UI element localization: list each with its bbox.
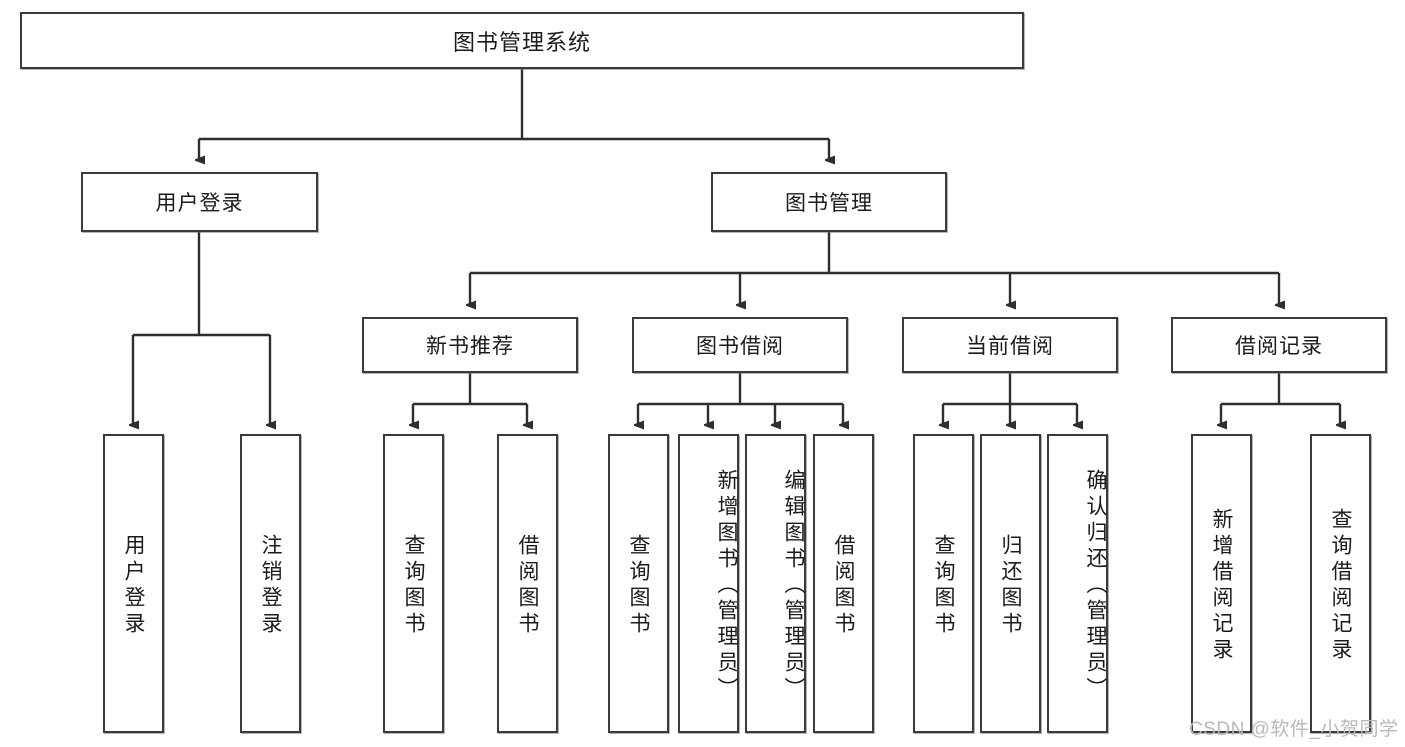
leaf-current-borrow-return[interactable]: 归还图书 (980, 434, 1041, 733)
leaf-current-borrow-query[interactable]: 查询图书 (913, 434, 974, 733)
leaf-borrow-record-add[interactable]: 新增借阅记录 (1191, 434, 1252, 733)
node-book-management[interactable]: 图书管理 (711, 172, 947, 232)
leaf-new-book-borrow[interactable]: 借阅图书 (497, 434, 558, 733)
node-new-book-recommend[interactable]: 新书推荐 (362, 317, 578, 373)
leaf-new-book-query[interactable]: 查询图书 (383, 434, 444, 733)
leaf-book-borrow-borrow[interactable]: 借阅图书 (813, 434, 874, 733)
leaf-user-login-login[interactable]: 用户登录 (103, 434, 164, 733)
node-borrow-record[interactable]: 借阅记录 (1171, 317, 1387, 373)
leaf-book-borrow-edit[interactable]: 编辑图书（管理员） (745, 434, 806, 733)
leaf-book-borrow-add[interactable]: 新增图书（管理员） (678, 434, 739, 733)
node-user-login[interactable]: 用户登录 (81, 172, 318, 232)
csdn-watermark: CSDN @软件_小贺同学 (1189, 719, 1399, 740)
node-root[interactable]: 图书管理系统 (20, 12, 1024, 69)
node-current-borrow[interactable]: 当前借阅 (902, 317, 1118, 373)
leaf-user-login-logout[interactable]: 注销登录 (240, 434, 301, 733)
leaf-current-borrow-confirm[interactable]: 确认归还（管理员） (1047, 434, 1108, 733)
leaf-borrow-record-query[interactable]: 查询借阅记录 (1310, 434, 1371, 733)
leaf-book-borrow-query[interactable]: 查询图书 (608, 434, 669, 733)
node-book-borrow[interactable]: 图书借阅 (632, 317, 848, 373)
